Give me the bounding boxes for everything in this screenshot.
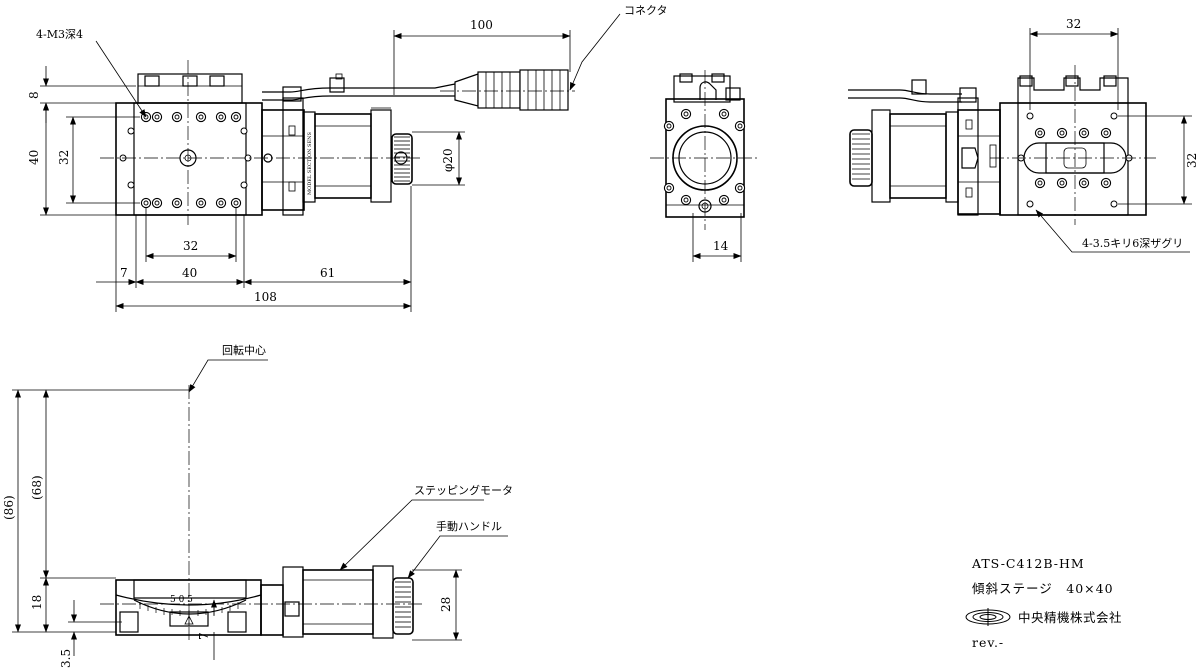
dim-68: (68) [30,475,44,500]
label-manual-handle: 手動ハンドル [436,519,502,533]
side-view: 回転中心 5 0 5 [100,344,513,640]
company-logo [965,608,1011,626]
company-name: 中央精機株式会社 [1018,610,1122,625]
dim-7-side: 7 [197,632,211,640]
label-rotation-center: 回転中心 [222,344,266,357]
dim-32-left: 32 [57,150,71,165]
product-description: 傾斜ステージ 40×40 [972,581,1114,596]
label-counterbore: 4-3.5キリ6深ザグリ [1082,236,1183,250]
dim-18: 18 [30,595,44,610]
top-view-dimensions: 100 8 40 32 32 7 40 61 108 [27,4,668,312]
svg-text:MODEL SECTION SENS: MODEL SECTION SENS [307,131,313,195]
dim-phi20: φ20 [441,148,455,172]
dim-40-left: 40 [27,150,41,165]
back-view: 32 32 4-3.5キリ6深ザグリ [848,17,1199,253]
top-view: MODEL SECTION SENS [100,60,575,225]
dim-28: 28 [439,597,453,612]
label-connector: コネクタ [624,4,668,17]
side-view-dimensions: (86) (68) 18 3.5 7 28 [2,389,462,668]
title-block: ATS-C412B-HM 傾斜ステージ 40×40 中央精機株式会社 rev.- [965,556,1122,650]
dim-8: 8 [27,91,41,99]
scale-label: 5 0 5 [170,595,193,605]
dim-108: 108 [254,290,277,304]
dim-32-right-side: 32 [1185,153,1199,168]
dim-100: 100 [470,18,493,32]
label-stepping-motor: ステッピングモータ [414,483,513,497]
model-number: ATS-C412B-HM [971,556,1085,571]
dim-3-5: 3.5 [59,649,73,668]
dim-61: 61 [320,266,335,280]
dim-86: (86) [2,495,16,520]
dim-14: 14 [713,239,729,253]
dim-7-top: 7 [120,266,128,280]
dim-32-right-top: 32 [1066,17,1081,31]
dim-40-bottom: 40 [182,266,197,280]
front-view: 14 [650,70,760,262]
dim-32-bottom: 32 [183,239,198,253]
revision: rev.- [972,635,1004,650]
label-mount-holes: 4-M3深4 [36,28,83,41]
